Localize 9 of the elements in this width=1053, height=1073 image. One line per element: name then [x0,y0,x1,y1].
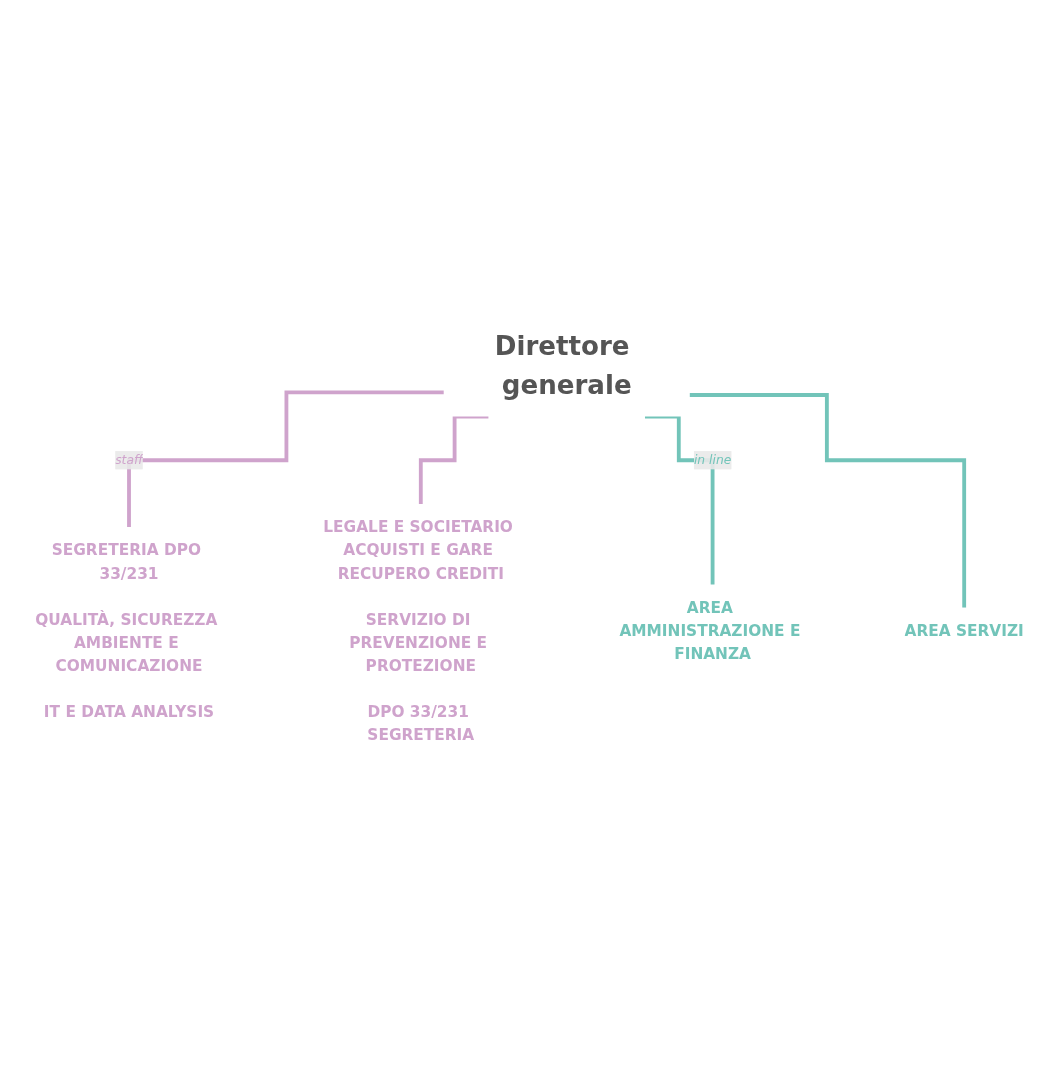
connector [418,414,489,507]
node-text: SEGRETERIA DPO 33/231 QUALITÀ, SICUREZZA AMBIENTE E COMUNICAZIONE IT E DATA ANALYSIS [35,541,218,721]
node-text: LEGALE E SOCIETARIO ACQUISTI E GARE RECUPERO CREDITI SERVIZIO DI PREVENZIONE E PROTEZIONE DPO 33/231 SEGRETERIA [323,518,513,744]
node-text: AREA SERVIZI [904,621,1024,641]
connector [645,414,715,587]
node-text: AREA AMMINISTRAZIONE E FINANZA [619,598,801,664]
connector [127,390,444,530]
edge-label: in line [693,452,732,468]
connector [689,393,967,610]
